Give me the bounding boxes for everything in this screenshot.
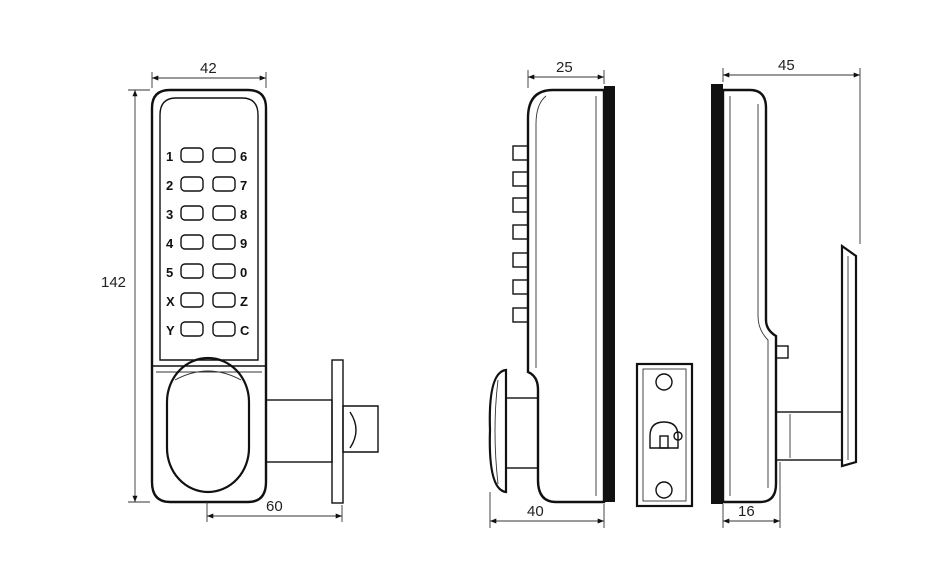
key-label: 3 <box>166 207 173 222</box>
dimension-rear-base: 16 <box>722 462 781 528</box>
keypad-buttons <box>180 147 236 337</box>
key-label: X <box>166 294 175 309</box>
strike-plate <box>635 362 694 508</box>
dim-label-45: 45 <box>778 57 795 74</box>
keypad-labels-right: 6 7 8 9 0 Z C <box>240 149 250 338</box>
key-label: 5 <box>166 265 173 280</box>
side-view <box>488 86 615 504</box>
rear-view <box>711 84 858 504</box>
key-label: 9 <box>240 236 247 251</box>
dimension-front-width: 42 <box>151 60 267 88</box>
key-label: 6 <box>240 149 247 164</box>
dim-label-40: 40 <box>527 503 544 520</box>
dimension-rear-depth: 45 <box>722 57 861 244</box>
button-stubs <box>512 145 529 323</box>
key-label: Y <box>166 323 175 338</box>
dim-label-16: 16 <box>738 503 755 520</box>
dimension-side-depth: 25 <box>527 59 605 88</box>
key-label: C <box>240 323 250 338</box>
dim-label-142: 142 <box>101 274 126 291</box>
dim-label-42: 42 <box>200 60 217 77</box>
dim-label-60: 60 <box>266 498 283 515</box>
key-label: 4 <box>166 236 174 251</box>
dimension-side-knob-depth: 40 <box>489 492 605 528</box>
key-label: Z <box>240 294 248 309</box>
dim-label-25: 25 <box>556 59 573 76</box>
keypad-labels-left: 1 2 3 4 5 X Y <box>166 149 175 338</box>
key-label: 2 <box>166 178 173 193</box>
front-view: 1 2 3 4 5 X Y 6 7 8 9 0 Z C <box>150 88 379 504</box>
key-label: 7 <box>240 178 247 193</box>
dimension-front-height: 142 <box>101 89 150 503</box>
latch-bolt <box>265 359 379 504</box>
key-label: 0 <box>240 265 247 280</box>
key-label: 1 <box>166 149 173 164</box>
dimension-latch-length: 60 <box>206 498 343 522</box>
side-knob <box>488 368 539 494</box>
key-label: 8 <box>240 207 247 222</box>
